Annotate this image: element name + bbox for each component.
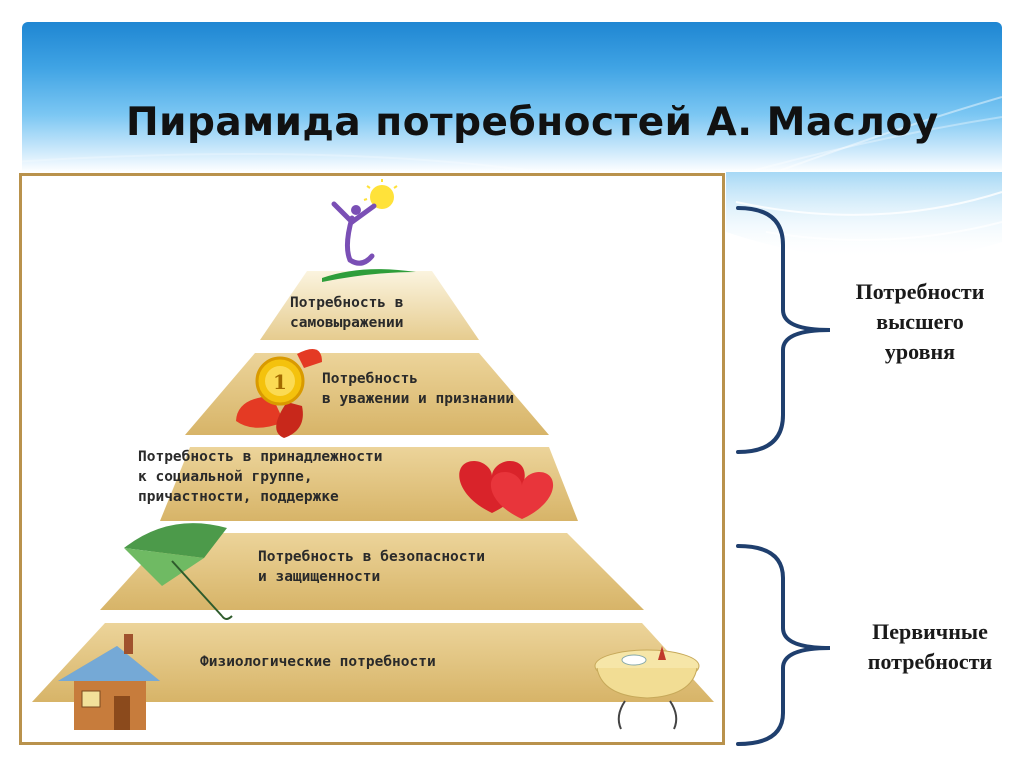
pyramid-level-4 — [100, 533, 644, 610]
level-label-safety: Потребность в безопасности и защищенност… — [258, 549, 485, 585]
hearts-icon — [459, 461, 554, 519]
umbrella-icon — [124, 523, 233, 620]
level-label-physiological: Физиологические потребности — [200, 654, 436, 670]
pyramid-frame: 1 — [19, 173, 725, 745]
house-icon — [58, 634, 160, 730]
pyramid-level-5 — [32, 623, 714, 702]
pyramid-diagram: 1 — [32, 179, 714, 730]
primary-needs-label: Первичные потребности — [867, 619, 993, 674]
wave-decoration-right — [726, 172, 1003, 260]
level-label-belonging: Потребность в принадлежности к социально… — [138, 449, 383, 505]
dancer-icon — [322, 179, 416, 282]
pyramid-level-1 — [260, 271, 479, 340]
primary-needs-bracket — [736, 544, 831, 746]
wave-decoration — [22, 96, 1002, 172]
header-banner: Пирамида потребностей А. Маслоу — [22, 22, 1002, 172]
higher-needs-bracket — [736, 206, 831, 454]
medal-icon: 1 — [236, 349, 322, 438]
table-icon — [594, 646, 700, 730]
slide-title: Пирамида потребностей А. Маслоу — [126, 100, 939, 145]
level-label-esteem: Потребность в уважении и признании — [322, 371, 515, 407]
higher-needs-label: Потребности высшего уровня — [855, 279, 985, 364]
svg-text:1: 1 — [273, 370, 287, 394]
level-label-self-actualization: Потребность в самовыражении — [290, 295, 404, 331]
